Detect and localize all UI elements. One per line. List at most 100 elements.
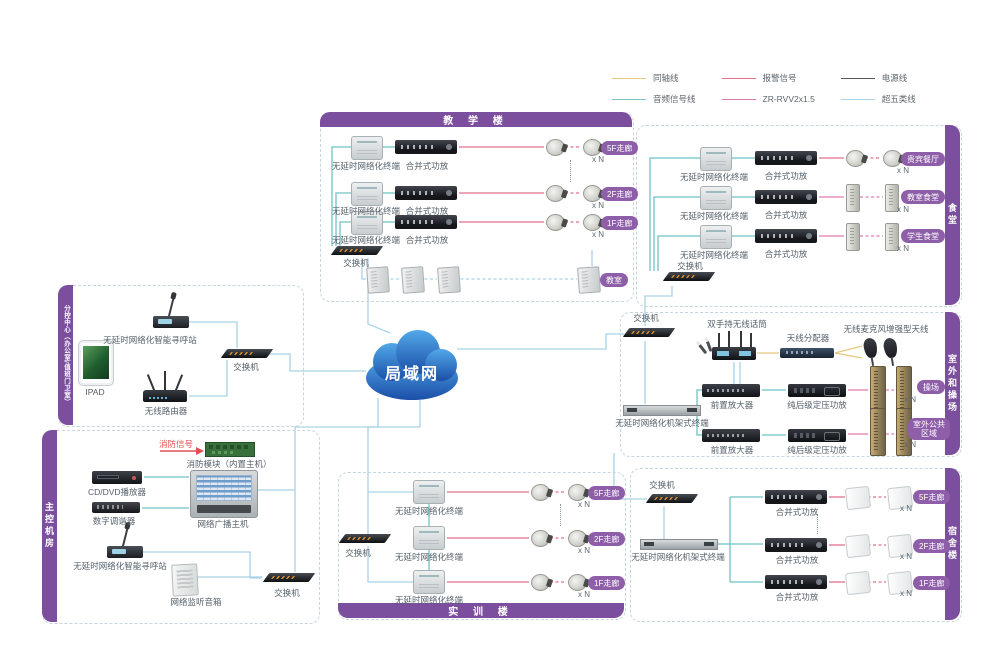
- wall-speaker-icon: [366, 266, 390, 294]
- power-amplifier-device: [788, 429, 846, 442]
- cd-dvd-player-device: [92, 471, 142, 484]
- more-floors-dots: [570, 160, 571, 182]
- zone-badge: 贵宾餐厅: [901, 152, 945, 167]
- mixer-amplifier-device: [765, 575, 827, 589]
- broadcast-host-device: [190, 470, 258, 518]
- xn-label: x N: [904, 440, 916, 449]
- legend-label: 报警信号: [762, 73, 797, 83]
- switch-device: [645, 494, 699, 503]
- cat5-line-swatch: [840, 98, 875, 100]
- more-floors-dots: [560, 504, 561, 526]
- ceiling-speaker-icon: [546, 185, 565, 202]
- column-speaker-icon: [896, 366, 912, 414]
- power-amplifier-label: 纯后级定压功放: [787, 400, 847, 410]
- rack-terminal-label: 无延时网络化机架式终端: [631, 552, 725, 562]
- mixer-amplifier-device: [765, 538, 827, 552]
- ceiling-speaker-icon: [568, 530, 587, 547]
- network-terminal-device: [413, 570, 445, 594]
- paging-station-label: 无延时网络化智能寻呼站: [73, 561, 167, 571]
- mixer-amplifier-device: [395, 215, 457, 229]
- ipad-label: IPAD: [85, 387, 105, 397]
- zone-badge: 1F走廊: [601, 216, 639, 231]
- amplifier-label: 合并式功放: [764, 171, 808, 181]
- mainroom-title: 主控机房: [42, 430, 57, 622]
- network-terminal-device: [413, 526, 445, 550]
- wall-speaker-icon: [401, 266, 425, 294]
- terminal-label: 无延时网络化终端: [331, 235, 401, 245]
- column-speaker-icon: [846, 223, 860, 251]
- outdoor-box: [620, 312, 962, 457]
- subcontrol-title: 分控中心（办公室/值班门卫室）: [58, 285, 73, 425]
- lan-cloud-label: 局域网: [384, 366, 439, 383]
- zone-badge: 学生食堂: [901, 229, 945, 244]
- network-terminal-device: [700, 186, 732, 210]
- network-terminal-device: [351, 136, 383, 160]
- terminal-label: 无延时网络化终端: [679, 211, 749, 221]
- xn-label: x N: [900, 504, 912, 513]
- training-building-box: [338, 472, 626, 620]
- zone-badge: 教室: [600, 273, 628, 288]
- amplifier-label: 合并式功放: [764, 249, 808, 259]
- legend-label: 同轴线: [653, 73, 679, 83]
- ceiling-speaker-icon: [583, 139, 602, 156]
- column-speaker-icon: [846, 184, 860, 212]
- wireless-mic-label: 双手持无线话筒: [707, 319, 767, 329]
- wall-speaker-icon: [844, 570, 872, 596]
- fire-module-label: 消防模块（内置主机）: [186, 459, 272, 469]
- column-speaker-icon: [870, 408, 886, 456]
- ceiling-speaker-icon: [846, 150, 865, 167]
- cd-player-label: CD/DVD播放器: [87, 487, 147, 497]
- switch-device: [662, 272, 716, 281]
- switch-label: 交换机: [633, 313, 659, 323]
- amplifier-label: 合并式功放: [764, 210, 808, 220]
- switch-device: [220, 349, 274, 358]
- mixer-amplifier-device: [755, 190, 817, 204]
- zone-badge: 2F走廊: [913, 539, 951, 554]
- terminal-label: 无延时网络化终端: [331, 206, 401, 216]
- zone-badge: 2F走廊: [601, 187, 639, 202]
- network-terminal-device: [351, 211, 383, 235]
- xn-label: x N: [578, 590, 590, 599]
- wall-speaker-icon: [844, 485, 872, 511]
- legend-item: ZR-RVV2x1.5: [721, 93, 815, 105]
- monitor-speaker-device: [171, 563, 199, 597]
- ceiling-speaker-icon: [546, 139, 565, 156]
- preamplifier-label: 前置放大器: [710, 400, 754, 410]
- training-building-title: 实 训 楼: [338, 603, 624, 618]
- terminal-label: 无延时网络化终端: [679, 172, 749, 182]
- paging-station-device: [107, 546, 143, 558]
- booster-antenna-label: 无线麦克风增强型天线: [843, 324, 929, 334]
- ceiling-speaker-icon: [546, 214, 565, 231]
- switch-label: 交换机: [233, 362, 259, 372]
- ipad-device: [78, 340, 114, 386]
- ceiling-speaker-icon: [531, 530, 550, 547]
- more-floors-dots: [817, 514, 818, 534]
- amplifier-label: 合并式功放: [775, 507, 819, 517]
- canteen-title: 食堂: [945, 125, 960, 305]
- legend-label: 超五类线: [881, 94, 916, 104]
- xn-label: x N: [592, 230, 604, 239]
- alarm-line-swatch: [721, 77, 756, 79]
- power-amplifier-device: [788, 384, 846, 397]
- power-amplifier-label: 纯后级定压功放: [787, 445, 847, 455]
- amplifier-label: 合并式功放: [405, 161, 449, 171]
- zone-badge: 操场: [917, 380, 945, 395]
- power-line-swatch: [840, 77, 875, 79]
- zone-badge: 5F走廊: [601, 141, 639, 156]
- network-terminal-device: [700, 225, 732, 249]
- preamplifier-label: 前置放大器: [710, 445, 754, 455]
- ceiling-speaker-icon: [583, 185, 602, 202]
- zone-badge: 5F走廊: [588, 486, 626, 501]
- zone-badge: 5F走廊: [913, 490, 951, 505]
- switch-label: 交换机: [274, 588, 300, 598]
- switch-label: 交换机: [343, 258, 369, 268]
- wall-speaker-icon: [437, 266, 461, 294]
- zone-badge: 1F走廊: [588, 576, 626, 591]
- mixer-amplifier-device: [395, 186, 457, 200]
- mixer-amplifier-device: [765, 490, 827, 504]
- fire-module-device: [205, 442, 255, 457]
- canteen-box: [636, 125, 962, 307]
- wireless-router-device: [143, 390, 187, 402]
